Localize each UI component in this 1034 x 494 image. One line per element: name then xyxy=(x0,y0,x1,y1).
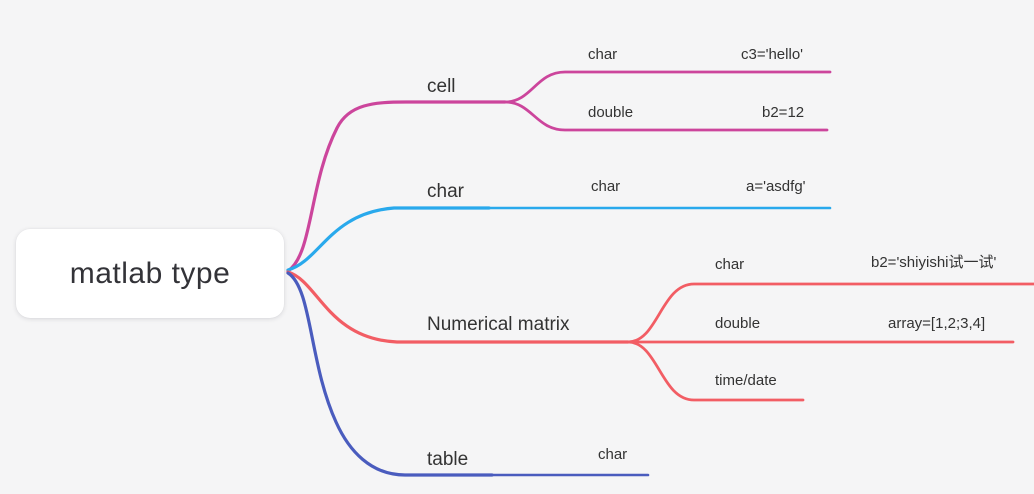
subtopic-cell-double-value[interactable]: b2=12 xyxy=(762,104,805,121)
topic-char[interactable]: char xyxy=(427,181,464,202)
subtopic-nm-char-value[interactable]: b2='shiyishi试一试' xyxy=(871,254,997,271)
branch-line-cell-double xyxy=(503,100,829,132)
subtopic-cell-double[interactable]: double xyxy=(588,104,634,121)
subtopic-cell-char-value[interactable]: c3='hello' xyxy=(741,46,804,63)
branch-line-cell-char xyxy=(503,70,832,104)
branch-line-nm-char xyxy=(626,282,1034,344)
topic-numerical-matrix[interactable]: Numerical matrix xyxy=(427,314,570,335)
subtopic-char-char[interactable]: char xyxy=(591,178,621,195)
branch-line-nm-timedate xyxy=(626,340,805,402)
subtopic-nm-char[interactable]: char xyxy=(715,256,745,273)
topic-cell[interactable]: cell xyxy=(427,76,456,97)
branch-line-numerical-matrix xyxy=(286,270,630,344)
root-topic-label: matlab type xyxy=(69,256,231,290)
subtopic-char-char-value[interactable]: a='asdfg' xyxy=(746,178,806,195)
subtopic-nm-double-value[interactable]: array=[1,2;3,4] xyxy=(888,315,986,332)
subtopic-cell-char[interactable]: char xyxy=(588,46,618,63)
branch-line-char xyxy=(286,206,491,272)
topic-table[interactable]: table xyxy=(427,449,469,470)
root-topic[interactable]: matlab type xyxy=(16,229,284,318)
subtopic-table-char[interactable]: char xyxy=(598,446,628,463)
branch-line-cell xyxy=(286,100,507,273)
subtopic-nm-double[interactable]: double xyxy=(715,315,761,332)
subtopic-nm-timedate[interactable]: time/date xyxy=(715,372,777,389)
branch-line-table xyxy=(286,271,494,477)
